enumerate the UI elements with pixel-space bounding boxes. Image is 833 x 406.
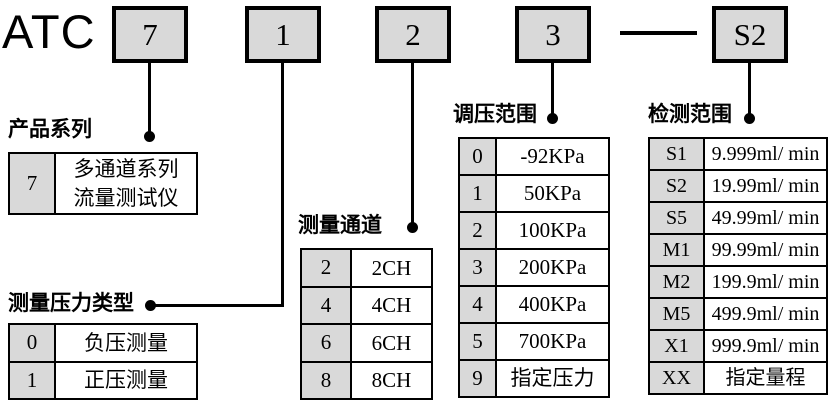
table-row: 1 正压测量 <box>10 360 196 398</box>
code-cell: 7 <box>10 154 56 213</box>
table-row: 0 -92KPa <box>460 139 608 174</box>
desc-cell: -92KPa <box>520 144 585 169</box>
code-cell: XX <box>650 363 705 393</box>
desc-cell: 负压测量 <box>84 330 168 355</box>
table-row: XX 指定量程 <box>650 361 826 393</box>
code-cell: 1 <box>460 176 497 211</box>
desc-cell: 999.9ml/ min <box>711 334 820 357</box>
desc-cell: 700KPa <box>518 329 587 354</box>
table-pressure-range: 0 -92KPa 1 50KPa 2 100KPa 3 200KPa 4 400… <box>458 137 610 398</box>
connector-line-pressure-horizontal <box>150 304 284 307</box>
code-segment-box-2: 1 <box>245 6 321 63</box>
desc-cell: 99.99ml/ min <box>711 238 820 261</box>
code-cell: 2 <box>460 213 497 248</box>
code-segment-box-4: 3 <box>515 6 591 63</box>
code-cell: 8 <box>302 362 352 398</box>
table-product-series: 7 多通道系列 流量测试仪 <box>8 152 198 215</box>
code-cell: 4 <box>302 287 352 323</box>
code-cell: 3 <box>460 250 497 285</box>
desc-cell: 50KPa <box>523 181 582 206</box>
table-row: 6 6CH <box>302 323 431 361</box>
section-title-detect-range: 检测范围 <box>648 102 732 126</box>
table-row: X1 999.9ml/ min <box>650 329 826 361</box>
desc-cell: 指定压力 <box>510 366 595 391</box>
desc-cell: 499.9ml/ min <box>711 302 820 325</box>
table-row: 8 8CH <box>302 360 431 398</box>
table-row: S2 19.99ml/ min <box>650 169 826 201</box>
desc-cell: 2CH <box>371 255 412 280</box>
desc-cell: 19.99ml/ min <box>711 174 820 197</box>
table-row: 7 多通道系列 流量测试仪 <box>10 154 196 213</box>
connector-line-detect <box>748 61 751 119</box>
desc-cell: 199.9ml/ min <box>711 270 820 293</box>
code-cell: 0 <box>10 325 56 361</box>
code-cell: 5 <box>460 324 497 359</box>
code-cell: X1 <box>650 331 705 361</box>
connector-dot-channel <box>407 222 418 233</box>
table-row: M2 199.9ml/ min <box>650 265 826 297</box>
table-row: 2 100KPa <box>460 211 608 248</box>
desc-cell: 400KPa <box>518 292 587 317</box>
code-separator-dash <box>620 31 697 35</box>
desc-cell: 6CH <box>371 330 412 355</box>
table-row: 1 50KPa <box>460 174 608 211</box>
desc-cell: 100KPa <box>518 218 587 243</box>
table-row: S1 9.999ml/ min <box>650 139 826 169</box>
table-row: 9 指定压力 <box>460 359 608 396</box>
code-cell: 0 <box>460 139 497 174</box>
table-row: 4 4CH <box>302 285 431 323</box>
connector-dot-series <box>144 131 155 142</box>
connector-line-channel <box>411 61 414 229</box>
code-cell: 9 <box>460 361 497 396</box>
code-cell: S5 <box>650 203 705 233</box>
connector-line-range <box>551 61 554 119</box>
desc-cell: 49.99ml/ min <box>711 206 820 229</box>
section-title-pressure-range: 调压范围 <box>453 102 537 126</box>
desc-cell: 200KPa <box>518 255 587 280</box>
code-segment-value: 1 <box>275 17 291 52</box>
table-row: 2 2CH <box>302 250 431 286</box>
table-row: 4 400KPa <box>460 285 608 322</box>
table-row: 0 负压测量 <box>10 325 196 361</box>
code-segment-value: 2 <box>405 17 421 52</box>
code-cell: 1 <box>10 362 56 398</box>
code-cell: M2 <box>650 267 705 297</box>
code-cell: M1 <box>650 235 705 265</box>
code-cell: M5 <box>650 299 705 329</box>
table-pressure-type: 0 负压测量 1 正压测量 <box>8 323 198 400</box>
connector-line-series <box>148 61 151 138</box>
code-cell: 4 <box>460 287 497 322</box>
connector-dot-range <box>547 113 558 124</box>
table-row: 5 700KPa <box>460 322 608 359</box>
table-row: M1 99.99ml/ min <box>650 233 826 265</box>
code-cell: 6 <box>302 325 352 361</box>
code-segment-box-1: 7 <box>112 6 188 63</box>
desc-cell: 9.999ml/ min <box>711 142 820 165</box>
section-title-pressure-type: 测量压力类型 <box>8 291 134 315</box>
connector-line-pressure-vertical <box>281 61 284 307</box>
table-row: S5 49.99ml/ min <box>650 201 826 233</box>
code-segment-value: S2 <box>733 17 767 52</box>
table-detect-range: S1 9.999ml/ min S2 19.99ml/ min S5 49.99… <box>648 137 828 395</box>
connector-dot-detect <box>744 113 755 124</box>
code-segment-value: 3 <box>545 17 561 52</box>
table-channel: 2 2CH 4 4CH 6 6CH 8 8CH <box>300 248 433 400</box>
desc-cell: 指定量程 <box>725 366 806 389</box>
product-prefix: ATC <box>2 5 96 58</box>
section-title-product-series: 产品系列 <box>8 117 92 141</box>
code-cell: S1 <box>650 139 705 169</box>
desc-cell: 多通道系列 流量测试仪 <box>73 157 179 210</box>
desc-cell: 4CH <box>371 293 412 318</box>
connector-dot-pressure <box>145 300 156 311</box>
table-row: M5 499.9ml/ min <box>650 297 826 329</box>
desc-cell: 8CH <box>371 368 412 393</box>
code-segment-box-5: S2 <box>712 6 788 63</box>
table-row: 3 200KPa <box>460 248 608 285</box>
section-title-channel: 测量通道 <box>298 213 382 237</box>
code-cell: S2 <box>650 171 705 201</box>
code-segment-value: 7 <box>142 17 158 52</box>
code-cell: 2 <box>302 250 352 286</box>
desc-cell: 正压测量 <box>84 368 168 393</box>
code-segment-box-3: 2 <box>375 6 451 63</box>
